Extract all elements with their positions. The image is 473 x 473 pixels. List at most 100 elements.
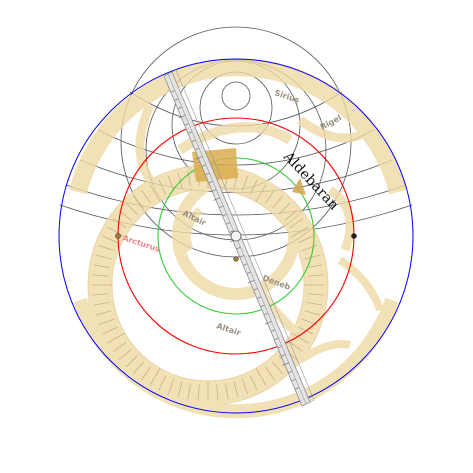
ecliptic-tick — [102, 326, 118, 335]
ecliptic-tick — [167, 175, 175, 192]
rule-tick — [178, 114, 186, 119]
ecliptic-tick — [265, 366, 275, 381]
rule-tick — [264, 321, 272, 325]
ecliptic-tick — [290, 226, 309, 238]
ecliptic-tick — [95, 254, 112, 260]
rule-tick — [291, 378, 296, 382]
ecliptic-tick — [301, 244, 318, 252]
ecliptic-tick — [92, 293, 109, 296]
ecliptic-tick — [118, 210, 132, 222]
rule-tick — [253, 288, 258, 291]
ecliptic-tick — [93, 264, 110, 269]
outer-limb-ring — [58, 58, 414, 414]
rule-tick — [213, 197, 220, 201]
ecliptic-tick — [125, 355, 138, 368]
ecliptic-tick — [107, 226, 126, 238]
ecliptic-tick — [265, 189, 275, 204]
ecliptic-tick — [249, 375, 258, 391]
rule-tick — [184, 123, 189, 126]
ecliptic-tick — [133, 195, 145, 209]
ecliptic-tick — [125, 202, 138, 215]
ecliptic-tick — [141, 189, 151, 204]
ecliptic-tick — [278, 202, 291, 215]
ecliptic-tick — [241, 175, 249, 192]
ecliptic-tick — [307, 293, 324, 296]
rule-tick — [219, 205, 224, 208]
rule-tick — [222, 213, 227, 217]
star-pointer-icon — [292, 178, 306, 195]
rule-tick — [202, 164, 207, 167]
rule-tick — [282, 362, 289, 366]
ecliptic-tick — [289, 342, 304, 352]
ecliptic-tick — [224, 383, 229, 400]
ecliptic-tick — [304, 310, 321, 316]
ecliptic-tick — [298, 235, 314, 244]
rule-tick — [295, 387, 300, 390]
ecliptic-tick — [307, 274, 324, 277]
ecliptic-tick — [118, 348, 132, 360]
ecliptic-tick — [149, 367, 161, 386]
rule-tick — [205, 172, 210, 175]
rule-tick — [209, 180, 213, 184]
rule-tick — [188, 131, 193, 134]
rule-tick — [195, 156, 203, 160]
ecliptic-tick — [112, 218, 127, 228]
rule-tick — [174, 98, 179, 101]
rule-tick — [278, 345, 282, 349]
ecliptic-tick — [158, 375, 167, 391]
rule-tick — [171, 90, 176, 93]
ecliptic-tick — [197, 384, 200, 401]
rule-tick — [274, 337, 279, 340]
ecliptic-tick — [306, 301, 323, 306]
left-marker — [115, 233, 121, 239]
rule-tick — [260, 304, 265, 307]
ecliptic-tick — [284, 210, 298, 222]
ecliptic-tick — [304, 254, 321, 260]
ecliptic-tick — [92, 274, 109, 277]
rule[interactable] — [163, 69, 315, 407]
right-marker — [351, 233, 357, 239]
rule-tick — [288, 370, 293, 373]
rule-tick — [281, 354, 286, 357]
ecliptic-tick — [107, 332, 126, 344]
rule-tick — [257, 296, 262, 299]
ecliptic-tick — [249, 179, 258, 195]
ecliptic-tick — [177, 381, 183, 398]
ecliptic-tick — [102, 235, 118, 244]
circle-pivot-icon[interactable] — [230, 230, 242, 242]
rete-lower-band — [73, 297, 399, 419]
star-label-rigel: Rigel — [319, 113, 344, 132]
rule-tick — [264, 312, 269, 316]
rule-tick — [212, 189, 217, 192]
ecliptic-tick — [241, 378, 249, 395]
rule-tick — [177, 106, 182, 109]
ecliptic-tick — [271, 195, 283, 209]
ecliptic-tick — [149, 184, 161, 203]
ecliptic-tick — [98, 318, 115, 326]
ecliptic-tick — [306, 264, 323, 269]
ecliptic-tick — [158, 179, 167, 195]
ecliptic-tick — [133, 361, 145, 375]
rule-tick — [195, 147, 200, 151]
rule-tick — [226, 222, 231, 225]
ecliptic-tick — [93, 301, 110, 306]
star-label-arcturus: Arcturus — [121, 233, 161, 254]
ecliptic-tick — [167, 378, 175, 395]
ecliptic-tick — [289, 218, 304, 228]
rule-tick — [191, 139, 196, 142]
ecliptic-tick — [255, 367, 267, 386]
ecliptic-tick — [141, 366, 151, 381]
ecliptic-tick — [271, 361, 283, 375]
rule-tick — [246, 271, 251, 274]
ecliptic-tick — [187, 170, 192, 187]
ecliptic-tick — [95, 310, 112, 316]
ecliptic-tick — [255, 184, 267, 203]
center-marker — [233, 256, 239, 262]
rule-tick — [229, 230, 234, 233]
ecliptic-tick — [98, 244, 115, 252]
ecliptic-tick — [290, 332, 309, 344]
ecliptic-tick — [216, 384, 219, 401]
rule-tick — [247, 279, 255, 284]
rule-tick — [243, 263, 248, 266]
ecliptic-tick — [112, 342, 127, 352]
